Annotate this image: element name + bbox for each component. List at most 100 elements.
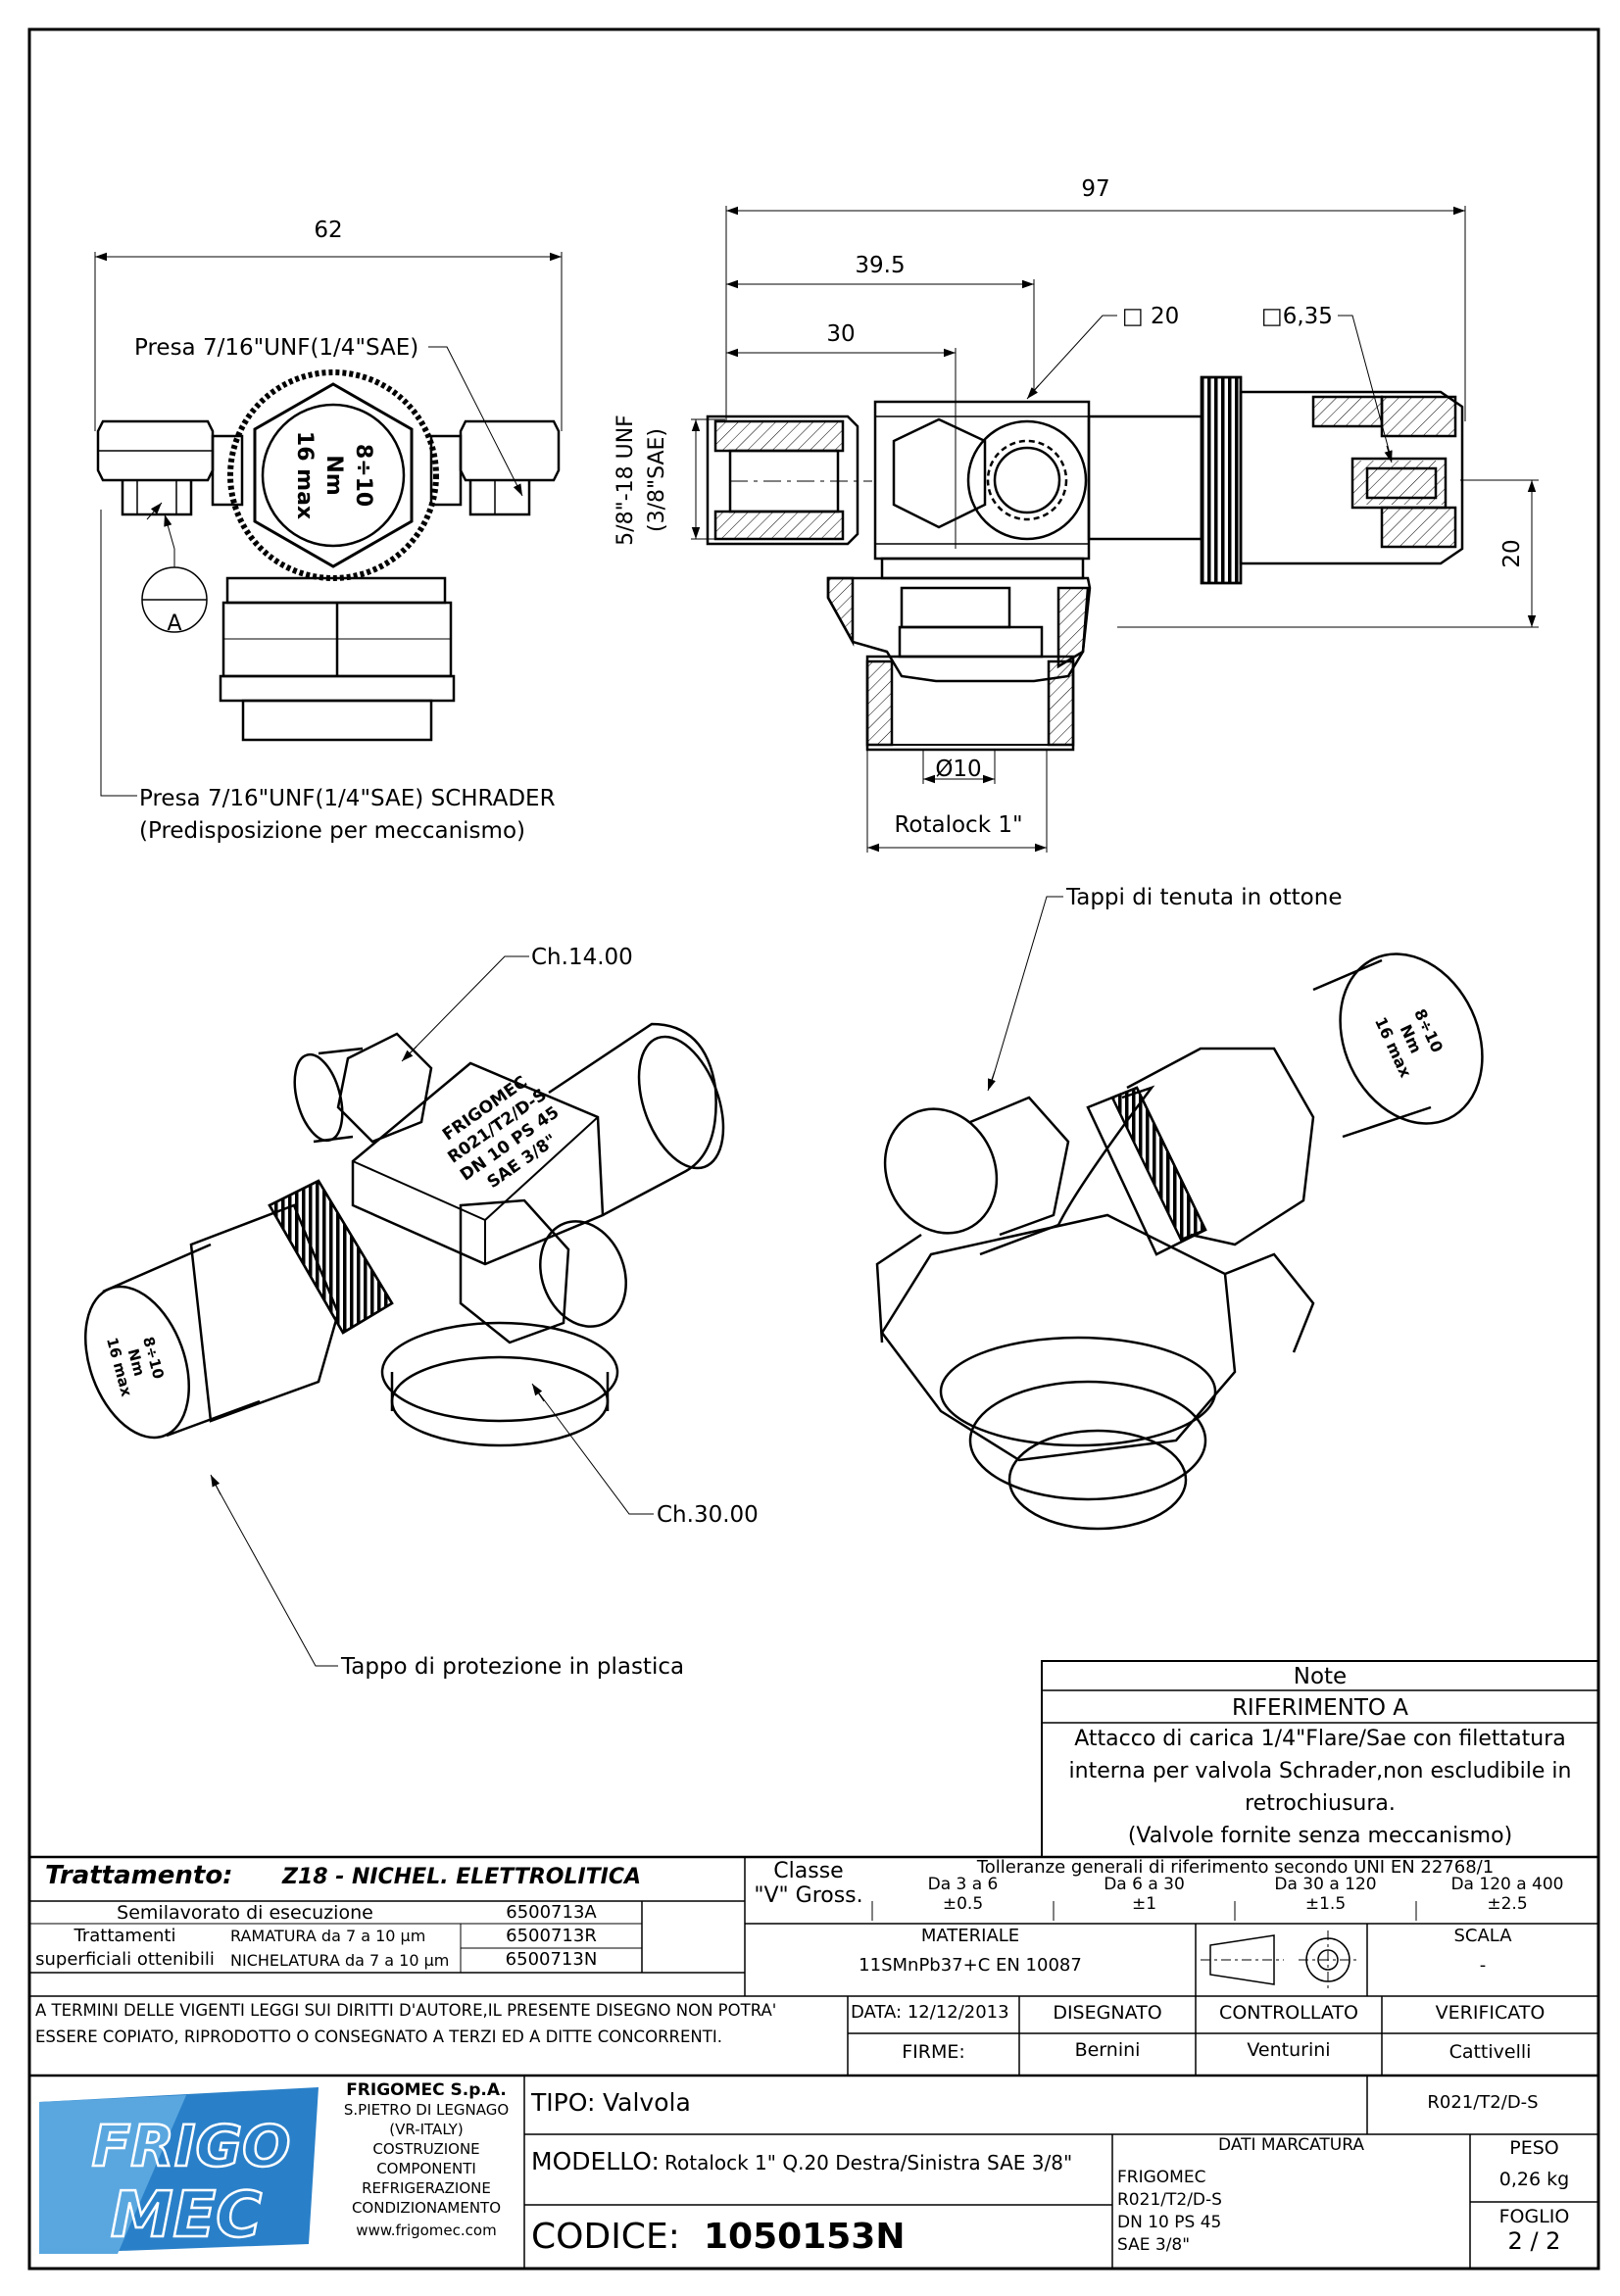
copyright-line: ESSERE COPIATO, RIPRODOTTO O CONSEGNATO … (35, 2027, 722, 2046)
trattamenti-label: Trattamenti (74, 1926, 176, 1946)
label-presa-top: Presa 7/16"UNF(1/4"SAE) (134, 335, 418, 361)
svg-text:16 max: 16 max (292, 431, 317, 519)
trattamenti-label-2: superficiali ottenibili (35, 1949, 215, 1970)
scala-value: - (1479, 1955, 1487, 1976)
ramatura: RAMATURA da 7 a 10 µm (230, 1927, 426, 1945)
label-ch14: Ch.14.00 (531, 945, 633, 970)
iso-marking-left: FRIGOMEC R021/T2/D-S DN 10 PS 45 SAE 3/8… (439, 1072, 563, 1193)
disegnato-by: Bernini (1074, 2039, 1141, 2061)
dim-side-30: 30 (826, 321, 855, 347)
svg-text:(3/8"SAE): (3/8"SAE) (645, 428, 669, 532)
dim-diameter-10: Ø10 (935, 757, 981, 782)
disegnato-label: DISEGNATO (1053, 2002, 1162, 2024)
label-presa-schrader: Presa 7/16"UNF(1/4"SAE) SCHRADER (139, 786, 556, 811)
iso-view-left (83, 955, 725, 1667)
semilavorato-code: 6500713A (506, 1902, 597, 1923)
note-ref: RIFERIMENTO A (1231, 1695, 1409, 1721)
label-tappo-plastica: Tappo di protezione in plastica (340, 1654, 684, 1680)
classe-label: Classe (773, 1859, 844, 1883)
dim-rotalock: Rotalock 1" (894, 812, 1022, 838)
ramatura-code: 6500713R (506, 1926, 597, 1946)
dati-marcatura-label: DATI MARCATURA (1218, 2135, 1364, 2155)
label-tappi-ottone: Tappi di tenuta in ottone (1065, 885, 1342, 910)
tol-range: Da 30 a 120 (1274, 1875, 1377, 1894)
marcatura-line: SAE 3/8" (1117, 2235, 1191, 2255)
verificato-label: VERIFICATO (1435, 2002, 1546, 2024)
tol-range: Da 6 a 30 (1104, 1875, 1185, 1894)
tol-value: ±1.5 (1304, 1894, 1347, 1914)
ref-code: R021/T2/D-S (1427, 2092, 1539, 2113)
frigomec-logo: FRIGO MEC (39, 2087, 319, 2254)
svg-text:MEC: MEC (111, 2179, 262, 2252)
note-line: Attacco di carica 1/4"Flare/Sae con file… (1074, 1727, 1566, 1751)
company-line: S.PIETRO DI LEGNAGO (343, 2101, 510, 2119)
dim-front-width: 62 (314, 218, 342, 243)
materiale-label: MATERIALE (920, 1926, 1020, 1946)
peso-value: 0,26 kg (1498, 2169, 1570, 2190)
company-name: FRIGOMEC S.p.A. (346, 2080, 507, 2100)
sheet-border (27, 27, 1600, 2271)
scala-label: SCALA (1453, 1926, 1512, 1946)
foglio-value: 2 / 2 (1507, 2227, 1561, 2255)
svg-text:Nm: Nm (321, 455, 346, 495)
label-predisposizione: (Predisposizione per meccanismo) (139, 818, 525, 844)
svg-text:5/8"-18 UNF: 5/8"-18 UNF (614, 415, 638, 546)
nichelatura-code: 6500713N (505, 1949, 598, 1970)
tipo-value: Valvola (603, 2088, 691, 2117)
tolleranze-label: Tolleranze generali di riferimento secon… (976, 1857, 1495, 1878)
dim-thread: 5/8"-18 UNF (3/8"SAE) (614, 415, 669, 546)
peso-label: PESO (1509, 2137, 1559, 2159)
torque-stamp-iso-right: 8÷10 Nm 16 max (1371, 1006, 1447, 1082)
company-line: (VR-ITALY) (389, 2121, 464, 2138)
iso-view-right (875, 896, 1484, 1531)
marcatura-line: R021/T2/D-S (1117, 2190, 1222, 2210)
data-date: DATA: 12/12/2013 (851, 2002, 1009, 2023)
marcatura-line: FRIGOMEC (1117, 2168, 1206, 2187)
company-website: www.frigomec.com (356, 2222, 497, 2239)
svg-text:20: 20 (1499, 539, 1525, 567)
modello-value: Rotalock 1" Q.20 Destra/Sinistra SAE 3/8… (664, 2151, 1073, 2174)
company-line: COSTRUZIONE (372, 2140, 480, 2158)
trattamento-value: Z18 - NICHEL. ELETTROLITICA (282, 1865, 642, 1889)
controllato-label: CONTROLLATO (1219, 2002, 1358, 2024)
materiale-value: 11SMnPb37+C EN 10087 (859, 1955, 1082, 1976)
copyright-line: A TERMINI DELLE VIGENTI LEGGI SUI DIRITT… (35, 2001, 777, 2020)
tol-range: Da 120 a 400 (1450, 1875, 1564, 1894)
dim-square-635: □6,35 (1261, 304, 1333, 329)
front-view (94, 252, 563, 797)
classe-value: "V" Gross. (754, 1883, 863, 1908)
modello-label: MODELLO: (531, 2147, 660, 2175)
dim-side-total: 97 (1081, 176, 1109, 202)
note-line: (Valvole fornite senza meccanismo) (1127, 1824, 1513, 1848)
company-line: COMPONENTI (376, 2160, 476, 2177)
dim-side-395: 39.5 (855, 253, 905, 278)
svg-text:FRIGO: FRIGO (92, 2113, 291, 2179)
tol-value: ±2.5 (1487, 1894, 1528, 1914)
codice-label: CODICE: (531, 2217, 680, 2257)
label-ref-a: A (167, 611, 181, 636)
note-line: retrochiusura. (1245, 1791, 1396, 1816)
svg-text:8÷10: 8÷10 (351, 444, 375, 507)
torque-stamp-front: 8÷10 Nm 16 max (292, 431, 375, 519)
note-line: interna per valvola Schrader,non escludi… (1068, 1759, 1572, 1783)
marcatura-line: DN 10 PS 45 (1117, 2213, 1222, 2232)
verificato-by: Cattivelli (1448, 2041, 1532, 2063)
controllato-by: Venturini (1247, 2039, 1331, 2061)
side-view (691, 206, 1539, 853)
company-line: CONDIZIONAMENTO (351, 2199, 502, 2217)
foglio-label: FOGLIO (1498, 2206, 1570, 2227)
tol-range: Da 3 a 6 (927, 1875, 999, 1894)
tipo-label: TIPO: (531, 2088, 596, 2117)
title-block-grid (29, 1855, 1598, 2269)
firme-label: FIRME: (902, 2041, 965, 2063)
semilavorato-label: Semilavorato di esecuzione (117, 1902, 373, 1924)
nichelatura: NICHELATURA da 7 a 10 µm (230, 1951, 450, 1970)
dim-height-20: 20 (1499, 539, 1525, 567)
tol-value: ±0.5 (942, 1894, 984, 1914)
company-line: REFRIGERAZIONE (362, 2179, 491, 2197)
label-ch30: Ch.30.00 (657, 1502, 759, 1528)
trattamento-label: Trattamento: (45, 1861, 233, 1890)
dim-square-20: □ 20 (1122, 304, 1179, 329)
